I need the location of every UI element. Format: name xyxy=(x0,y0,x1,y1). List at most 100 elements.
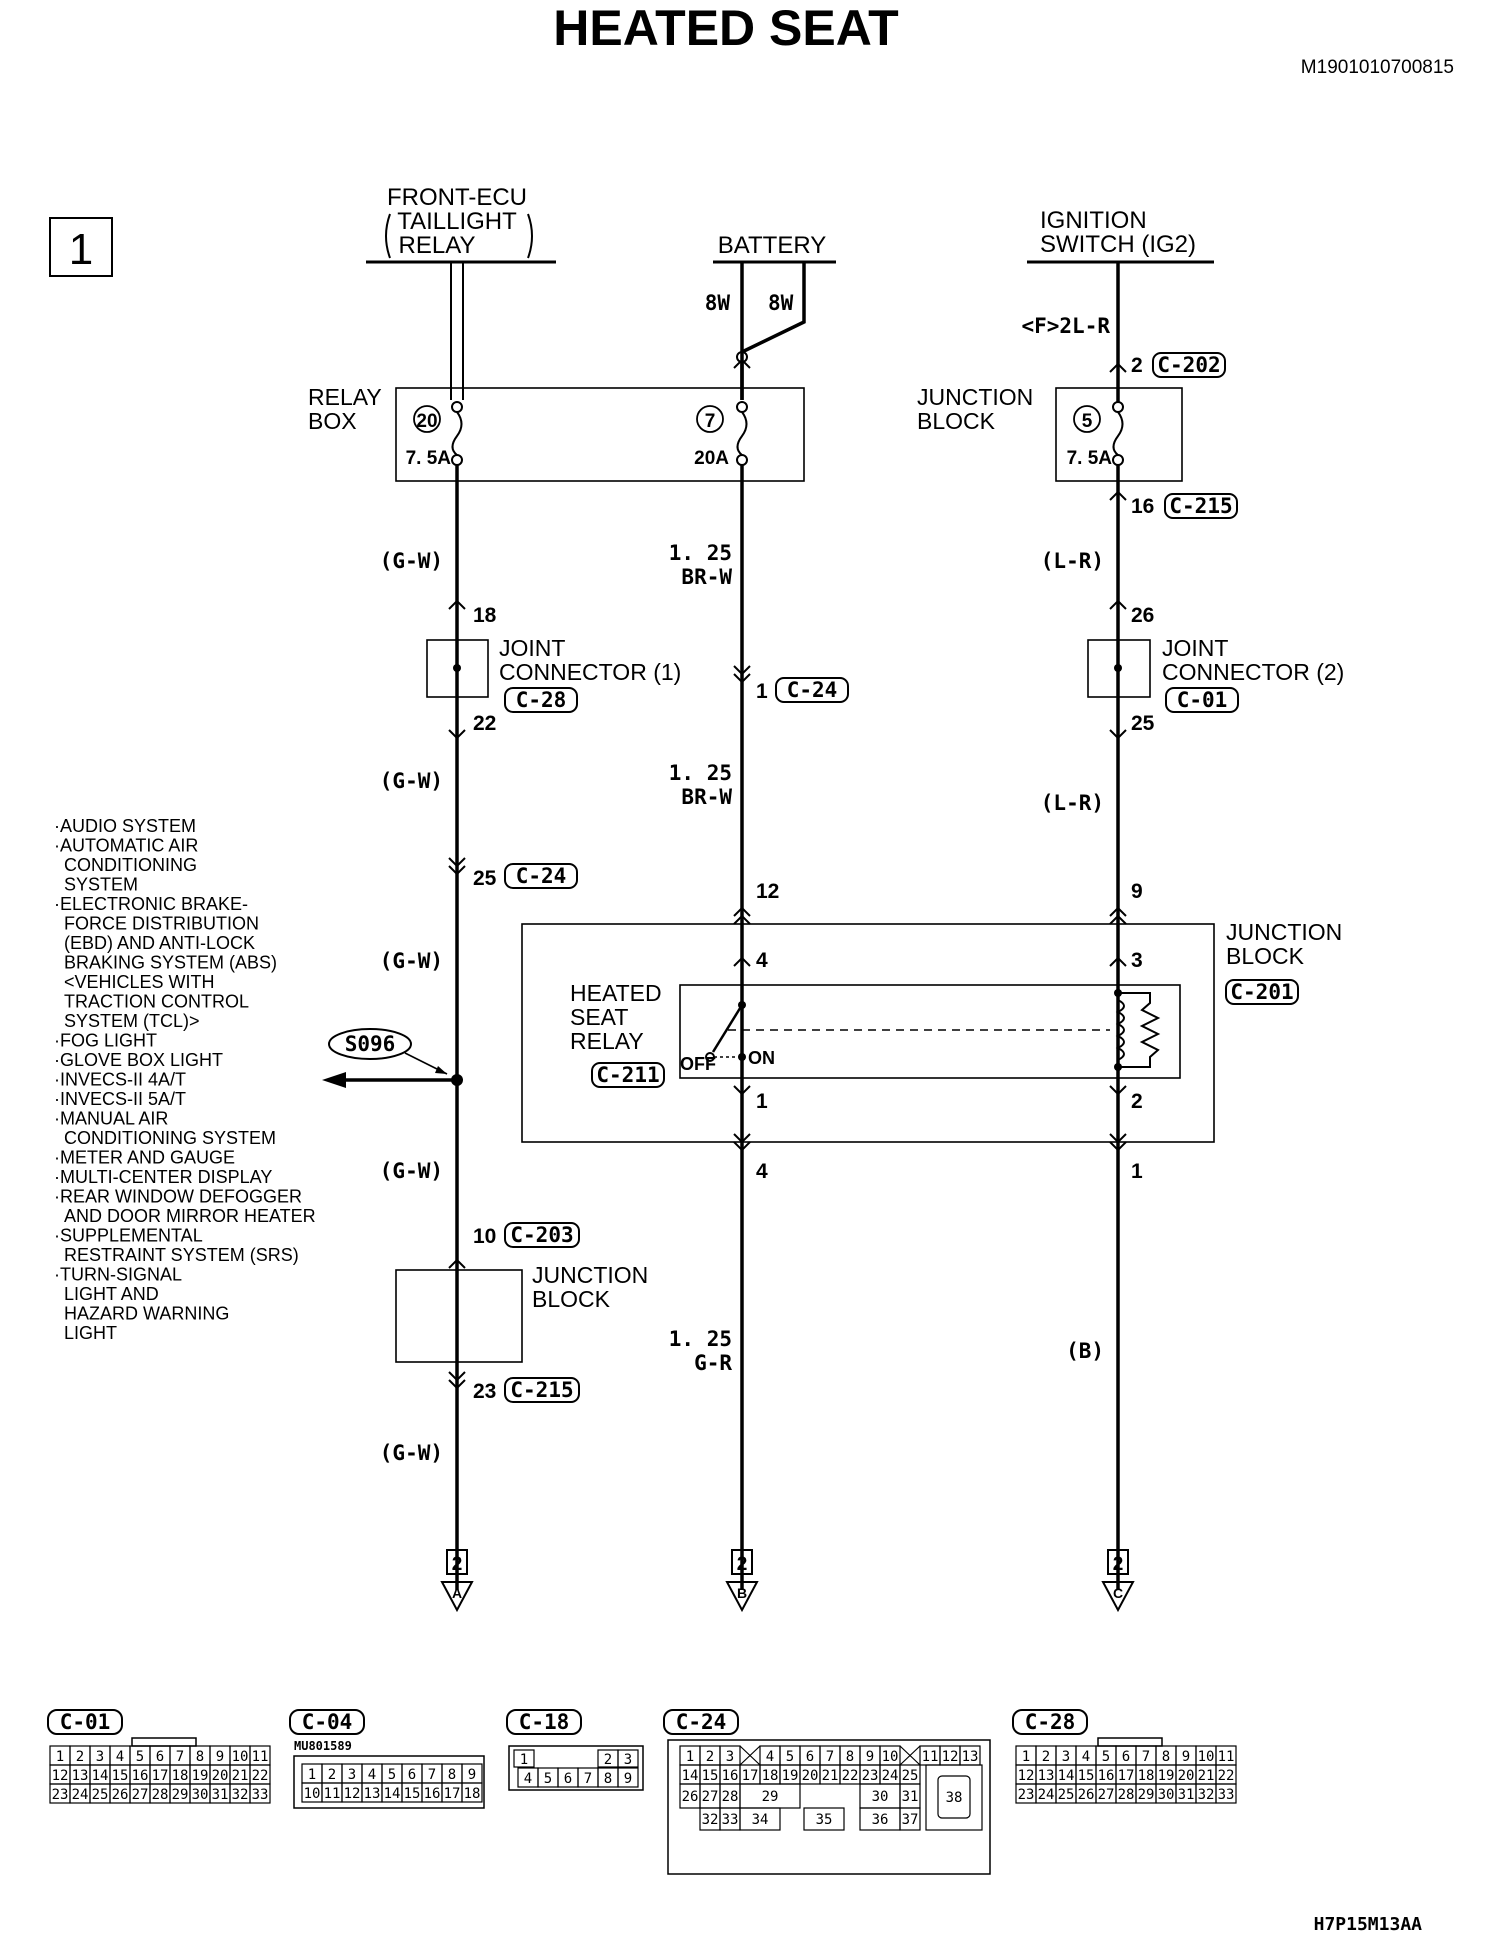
connector-pin: 9 xyxy=(866,1749,874,1765)
battery-source: BATTERY 8W 8W xyxy=(705,232,836,400)
connector-pin: 16 xyxy=(424,1786,441,1802)
fuse-20-rating: 7. 5A xyxy=(406,448,452,469)
taillight-relay-source: FRONT-ECU TAILLIGHT RELAY xyxy=(366,184,556,400)
connector-pin: 37 xyxy=(902,1812,919,1828)
col-a-jb-pin-out: 23 xyxy=(473,1380,496,1403)
connector-pin: 10 xyxy=(1198,1749,1215,1765)
connector-pin: 24 xyxy=(882,1768,899,1784)
col-a-jb-conn-in: C-203 xyxy=(510,1223,573,1247)
relay-box: RELAY BOX 20 7. 5A 7 20A xyxy=(308,384,805,482)
connector-pin: 26 xyxy=(682,1789,699,1805)
connector-pin: 34 xyxy=(752,1812,769,1828)
connector-pin: 13 xyxy=(1038,1768,1055,1784)
connector-pin: 9 xyxy=(468,1767,476,1783)
connector-pin: 21 xyxy=(1198,1768,1215,1784)
systems-list-item: ·AUDIO SYSTEM xyxy=(54,816,196,836)
connector-pin: 1 xyxy=(1022,1749,1030,1765)
ignition-switch-source: IGNITION SWITCH (IG2) <F>2L-R xyxy=(1021,207,1214,338)
connector-pin: 12 xyxy=(942,1749,959,1765)
connector-pin: 11 xyxy=(252,1749,269,1765)
connector-pin: 27 xyxy=(132,1787,149,1803)
connector-pin: 4 xyxy=(368,1767,376,1783)
connector-pin: 17 xyxy=(1118,1768,1135,1784)
col-b-pin-jb-in: 12 xyxy=(756,880,779,903)
junction-block-mid-label-line1: JUNCTION xyxy=(1226,919,1342,945)
connector-pin: 16 xyxy=(722,1768,739,1784)
connector-pin: 11 xyxy=(324,1786,341,1802)
connector-pin: 27 xyxy=(702,1789,719,1805)
systems-list-item: CONDITIONING xyxy=(54,855,197,875)
page-ref-a-letter: A xyxy=(452,1585,462,1601)
fuse-20-number: 20 xyxy=(416,411,437,432)
connector-pin: 17 xyxy=(152,1768,169,1784)
connector-pin: 2 xyxy=(328,1767,336,1783)
systems-list-item: ·MULTI-CENTER DISPLAY xyxy=(54,1167,272,1187)
connector-pin: 6 xyxy=(1122,1749,1130,1765)
battery-label: BATTERY xyxy=(718,232,826,259)
col-a-pin-c24: 25 xyxy=(473,867,497,890)
systems-list-item: ·FOG LIGHT xyxy=(54,1031,157,1051)
col-a-jc-pin-in: 18 xyxy=(473,604,497,627)
col-a-wire3: (G-W) xyxy=(380,949,443,973)
connector-pin: 29 xyxy=(762,1789,779,1805)
col-c-pin-jb-in: 9 xyxy=(1131,880,1143,903)
col-b-conn-c24: C-24 xyxy=(787,678,838,702)
connector-pin: 25 xyxy=(92,1787,109,1803)
connector-pin: 9 xyxy=(216,1749,224,1765)
systems-list-item: AND DOOR MIRROR HEATER xyxy=(54,1206,316,1226)
connector-pin: 32 xyxy=(1198,1787,1215,1803)
connector-pin: 23 xyxy=(1018,1787,1035,1803)
systems-list-item: LIGHT xyxy=(54,1323,117,1343)
col-c-jc-pin-in: 26 xyxy=(1131,604,1154,627)
joint-connector-1-label-line1: JOINT xyxy=(499,635,565,661)
connector-pin: 20 xyxy=(802,1768,819,1784)
connector-pin: 32 xyxy=(232,1787,249,1803)
connector-pin: 28 xyxy=(722,1789,739,1805)
column-b-labels: 1. 25 BR-W 1 C-24 1. 25 BR-W 12 4 1 4 1.… xyxy=(669,541,849,1375)
connector-pin: 15 xyxy=(112,1768,129,1784)
connector-pin: 9 xyxy=(624,1771,632,1787)
connector-pin: 3 xyxy=(624,1752,632,1768)
joint-connector-1-label-line2: CONNECTOR (1) xyxy=(499,659,681,685)
connector-part-number: MU801589 xyxy=(294,1739,352,1753)
connector-pin: 4 xyxy=(1082,1749,1090,1765)
connector-pin: 27 xyxy=(1098,1787,1115,1803)
connector-pin: 25 xyxy=(1058,1787,1075,1803)
junction-block-mid: JUNCTION BLOCK C-201 xyxy=(521,919,1342,1143)
relay-conn: C-211 xyxy=(596,1063,659,1087)
page-ref-c-letter: C xyxy=(1113,1585,1123,1601)
col-c-wire1: (L-R) xyxy=(1041,549,1104,573)
connector-pin: 38 xyxy=(946,1790,963,1806)
connector-pin: 13 xyxy=(364,1786,381,1802)
relay-label-line3: RELAY xyxy=(570,1028,644,1054)
connector-pin: 9 xyxy=(1182,1749,1190,1765)
connector-pin: 14 xyxy=(1058,1768,1075,1784)
connector-pin: 26 xyxy=(112,1787,129,1803)
connector-pin: 26 xyxy=(1078,1787,1095,1803)
systems-list-item: ·AUTOMATIC AIR xyxy=(54,836,198,856)
connector-pin: 30 xyxy=(192,1787,209,1803)
systems-list-item: <VEHICLES WITH xyxy=(54,972,215,992)
connector-pin: 33 xyxy=(722,1812,739,1828)
col-c-wire3: (B) xyxy=(1066,1339,1104,1363)
relay-box-label-line2: BOX xyxy=(308,408,357,434)
junction-block-top: JUNCTION BLOCK 5 7. 5A 2 C-202 16 C-215 xyxy=(917,352,1238,519)
jb-top-pin-in: 2 xyxy=(1131,354,1143,377)
systems-list-item: BRAKING SYSTEM (ABS) xyxy=(54,953,277,973)
footer-code: H7P15M13AA xyxy=(1314,1914,1423,1935)
page-ref-c: 2 C xyxy=(1101,1549,1135,1613)
connector-pin: 15 xyxy=(404,1786,421,1802)
connector-pin: 14 xyxy=(384,1786,401,1802)
col-a-conn-c24: C-24 xyxy=(516,864,567,888)
systems-list-item: ·REAR WINDOW DEFOGGER xyxy=(54,1187,302,1207)
connector-pin: 23 xyxy=(52,1787,69,1803)
connector-pin: 4 xyxy=(116,1749,124,1765)
connector-pin: 28 xyxy=(152,1787,169,1803)
joint-connector-2-conn: C-01 xyxy=(1177,688,1228,712)
col-b-wire2-color: BR-W xyxy=(681,785,732,809)
systems-list-item: CONDITIONING SYSTEM xyxy=(54,1128,276,1148)
battery-wire-right: 8W xyxy=(768,291,794,315)
connector-pin: 2 xyxy=(706,1749,714,1765)
